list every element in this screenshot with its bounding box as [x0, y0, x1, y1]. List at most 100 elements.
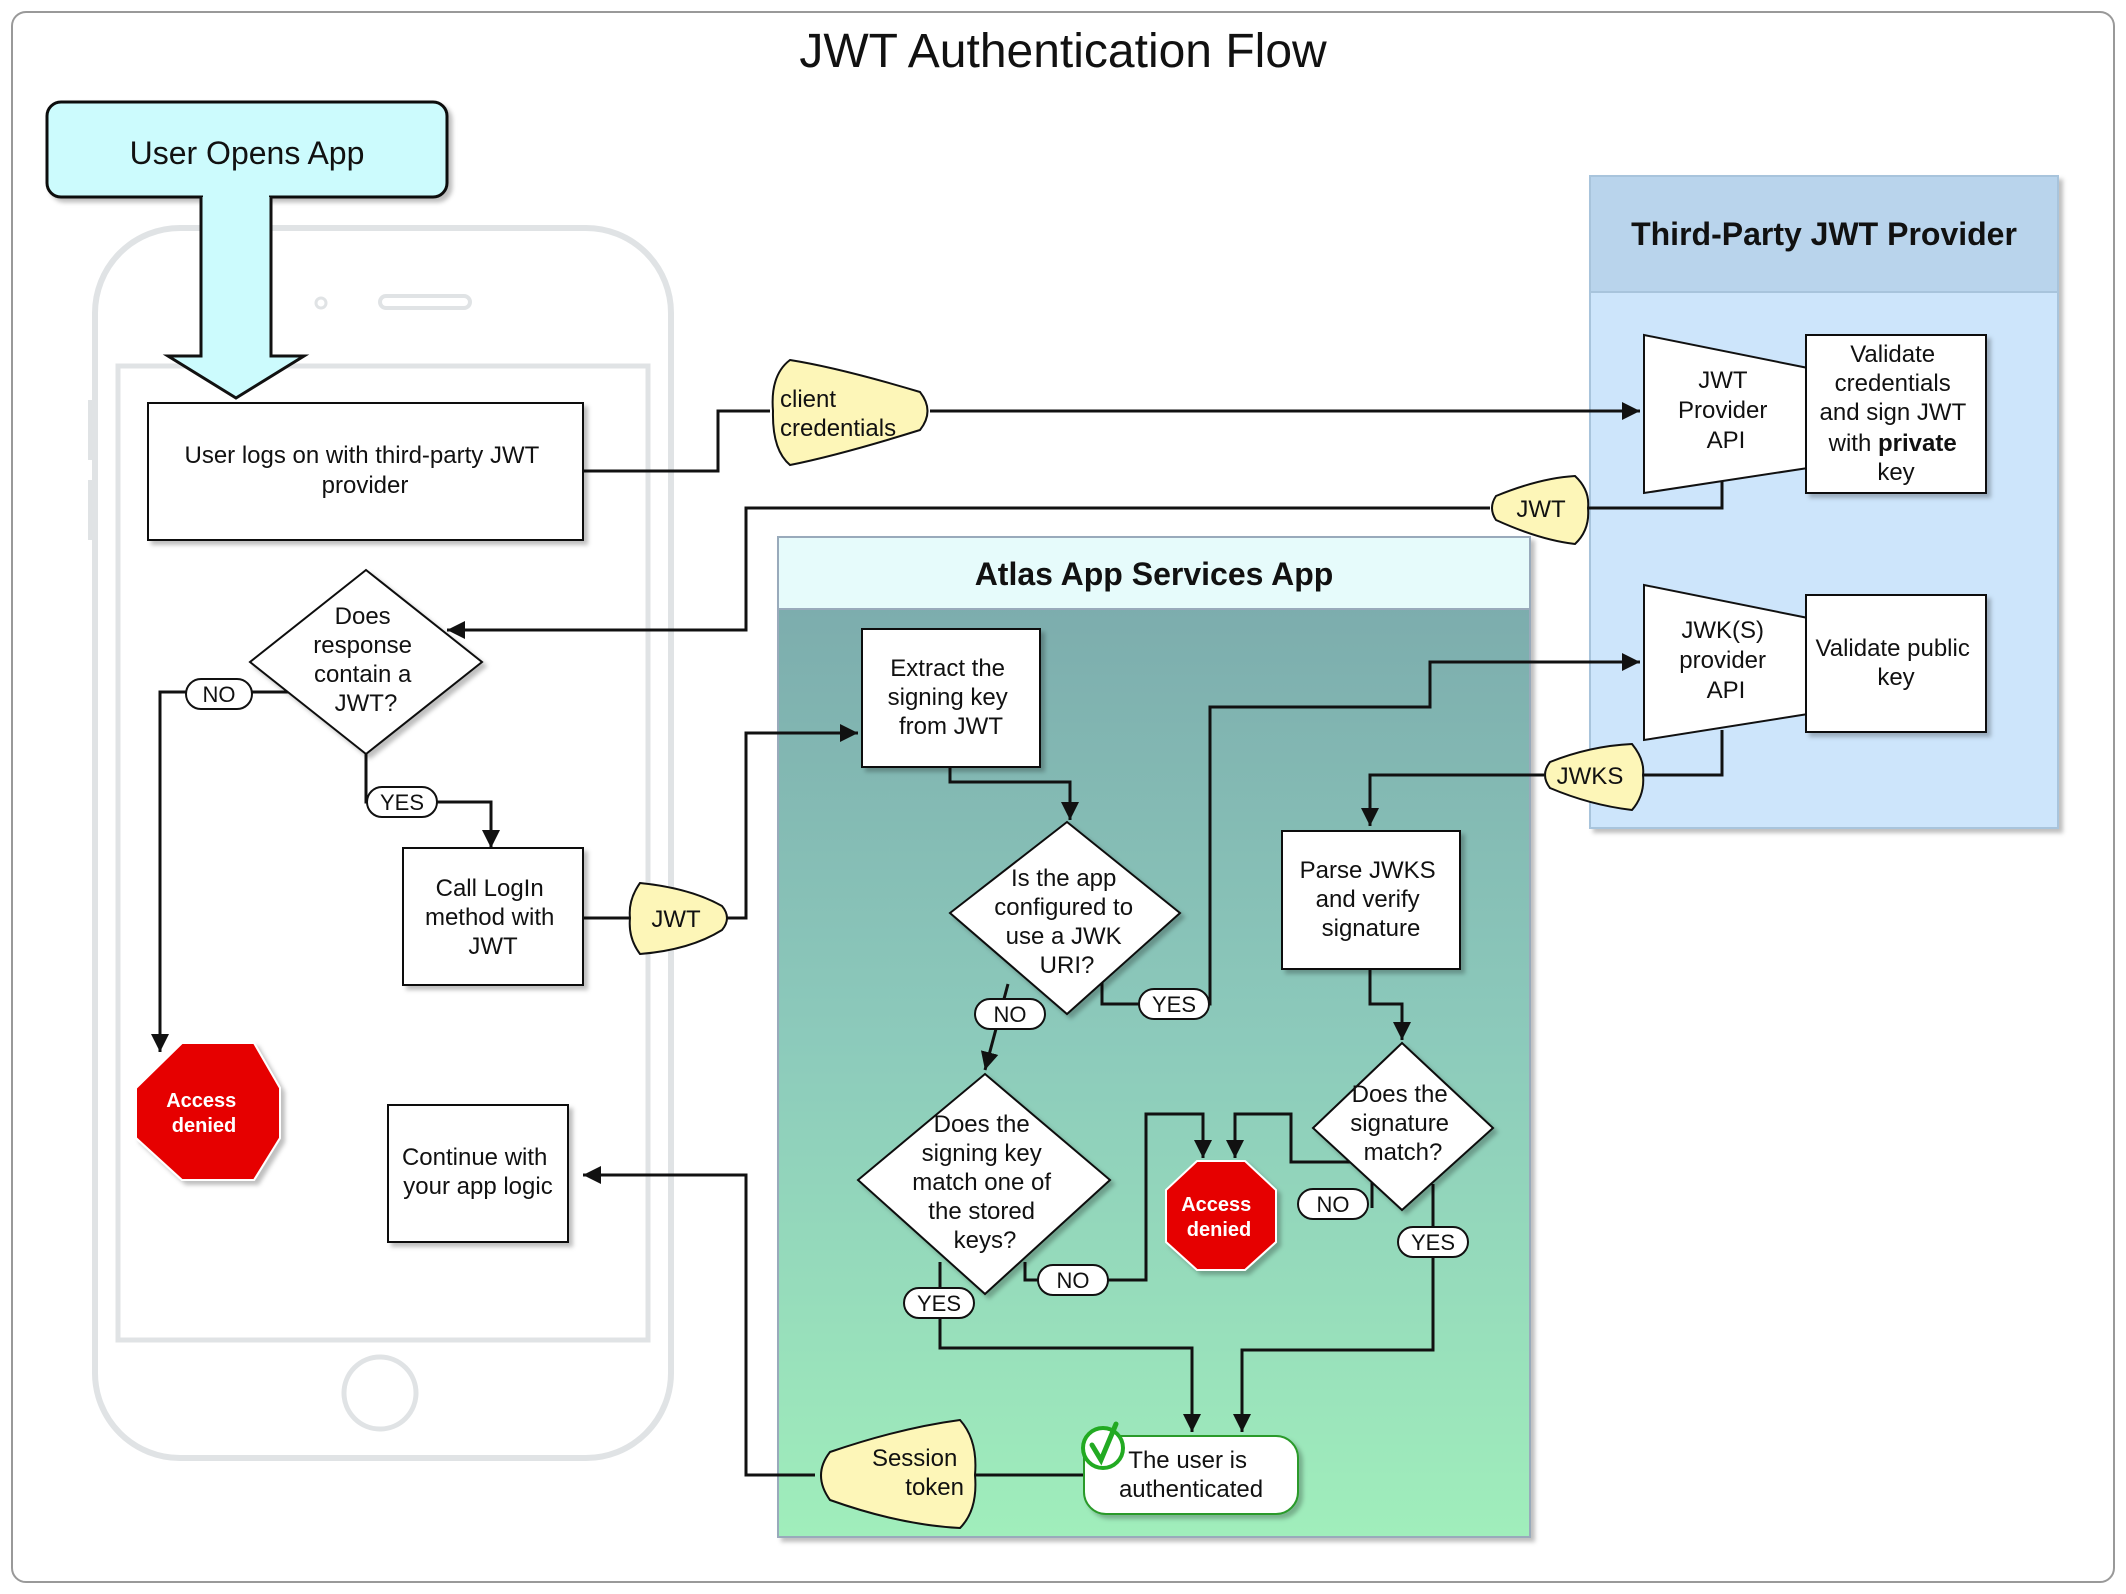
provider-title: Third-Party JWT Provider — [1631, 216, 2017, 252]
validate-sign-box: Validate credentials and sign JWT with p… — [1805, 334, 1987, 494]
jwt-token-label-top: JWT — [1516, 496, 1566, 523]
token-jwks: JWKS — [1544, 742, 1645, 812]
pill-no-sigmatch: NO — [1297, 1188, 1369, 1220]
session-token-line-2: token — [905, 1474, 964, 1501]
access-denied-atlas-line-1: Access — [1181, 1194, 1251, 1216]
decision-jwk-uri: Is the app configured to use a JWK URI? — [948, 820, 1182, 1016]
svg-text:The user is authenticate: The user is authenticated — [1119, 1447, 1263, 1503]
svg-text:Does the signature: Does the signature match? — [1350, 1081, 1455, 1166]
validate-sign-line-5: key — [1877, 459, 1914, 486]
token-client-credentials: client credentials — [771, 358, 929, 467]
continue-line-2: your app logic — [403, 1173, 552, 1200]
svg-text:Is the app configured to: Is the app configured to use a JWK URI? — [994, 865, 1139, 979]
contains-jwt-line-4: JWT? — [335, 690, 398, 717]
svg-text:Parse JWKS and verify: Parse JWKS and verify signature — [1300, 857, 1443, 942]
edge-extract-to-jwkuri — [948, 767, 1079, 820]
access-denied-atlas-line-2: denied — [1187, 1219, 1251, 1241]
parse-line-2: and verify — [1316, 886, 1420, 913]
validate-sign-line-3: and sign JWT — [1820, 399, 1967, 426]
call-login-box: Call LogIn method with JWT — [402, 847, 584, 986]
validate-public-line-2: key — [1877, 664, 1914, 691]
svg-text:client credentials: client credentials — [780, 386, 896, 442]
svg-text:Call LogIn method with: Call LogIn method with JWT — [425, 875, 561, 960]
pill-yes-app: YES — [366, 786, 438, 818]
client-credentials-line-1: client — [780, 386, 836, 413]
access-denied-app-line-1: Access — [166, 1090, 236, 1112]
jwks-api-line-2: provider — [1679, 647, 1766, 674]
validate-sign-bold: private — [1878, 430, 1957, 457]
contains-jwt-line-3: contain a — [314, 661, 412, 688]
session-token-line-1: Session — [872, 1445, 957, 1472]
stored-keys-line-2: signing key — [922, 1140, 1042, 1167]
jwks-token-label: JWKS — [1557, 763, 1624, 790]
start-label: User Opens App — [130, 135, 365, 171]
token-jwt-provider: JWT — [1491, 474, 1590, 546]
continue-line-1: Continue with — [402, 1144, 547, 1171]
continue-box: Continue with your app logic — [387, 1104, 569, 1243]
pill-yes-storedkeys: YES — [903, 1287, 975, 1319]
jwt-api-line-2: Provider — [1678, 397, 1767, 424]
stored-keys-line-5: keys? — [954, 1227, 1017, 1254]
token-session: Session token — [820, 1418, 977, 1530]
stored-keys-line-1: Does the — [934, 1111, 1030, 1138]
sig-match-line-1: Does the — [1352, 1081, 1448, 1108]
validate-sign-line-2: credentials — [1835, 370, 1951, 397]
svg-text:Validate credentials: Validate credentials and sign JWT with p… — [1820, 341, 1973, 486]
extract-line-1: Extract the — [890, 655, 1005, 682]
pill-no-jwkuri-label: NO — [994, 1002, 1027, 1027]
edge-jwt-to-decision — [447, 506, 1490, 639]
extract-line-2: signing key — [888, 684, 1008, 711]
token-jwt-login: JWT — [628, 881, 728, 956]
edge-jwt-to-extract — [727, 724, 858, 920]
call-login-line-3: JWT — [468, 933, 518, 960]
svg-text:User logs on with third-party: User logs on with third-party JWT provid… — [185, 442, 546, 499]
edge-session-to-continue — [583, 1166, 815, 1477]
pill-no-sigmatch-label: NO — [1317, 1192, 1350, 1217]
jwt-provider-api: JWT Provider API — [1643, 333, 1809, 495]
contains-jwt-line-2: response — [313, 632, 412, 659]
jwks-provider-api: JWK(S) provider API — [1643, 583, 1809, 742]
authenticated-line-2: authenticated — [1119, 1476, 1263, 1503]
parse-box: Parse JWKS and verify signature — [1281, 830, 1461, 970]
client-credentials-line-2: credentials — [780, 415, 896, 442]
pill-no-jwkuri: NO — [974, 998, 1046, 1030]
svg-text:Access denied: Access denied — [166, 1090, 242, 1137]
authenticated-line-1: The user is — [1128, 1447, 1247, 1474]
pill-yes-storedkeys-label: YES — [917, 1291, 961, 1316]
access-denied-app: Access denied — [135, 1042, 281, 1181]
logon-box: User logs on with third-party JWT provid… — [147, 402, 584, 541]
call-login-line-1: Call LogIn — [436, 875, 544, 902]
decision-contains-jwt: Does response contain a JWT? — [248, 568, 484, 756]
jwk-uri-line-2: configured to — [994, 894, 1133, 921]
atlas-title: Atlas App Services App — [975, 556, 1334, 592]
svg-text:Session token: Session token — [872, 1445, 964, 1501]
validate-public-line-1: Validate public — [1816, 635, 1970, 662]
jwk-uri-line-3: use a JWK — [1006, 923, 1122, 950]
svg-text:Access denied: Access denied — [1181, 1194, 1257, 1241]
parse-line-1: Parse JWKS — [1300, 857, 1436, 884]
svg-text:Validate public key: Validate public key — [1816, 635, 1977, 691]
pill-yes-sigmatch: YES — [1397, 1226, 1469, 1258]
svg-text:JWT Provider API: JWT Provider API — [1678, 367, 1774, 454]
jwt-api-line-3: API — [1707, 427, 1746, 454]
contains-jwt-line-1: Does — [335, 603, 391, 630]
jwks-api-line-1: JWK(S) — [1681, 617, 1764, 644]
svg-text:Does response cont: Does response contain a JWT? — [313, 603, 418, 717]
validate-sign-line-1: Validate — [1850, 341, 1935, 368]
svg-text:Does the signing key: Does the signing key match one of the st… — [912, 1111, 1057, 1254]
pill-no-storedkeys-label: NO — [1057, 1268, 1090, 1293]
sig-match-line-2: signature — [1350, 1110, 1449, 1137]
call-login-line-2: method with — [425, 904, 554, 931]
pill-yes-jwkuri-label: YES — [1152, 992, 1196, 1017]
diagram-title: JWT Authentication Flow — [799, 25, 1327, 78]
sig-match-line-3: match? — [1364, 1139, 1443, 1166]
extract-line-3: from JWT — [899, 713, 1003, 740]
jwt-token-label-login: JWT — [651, 906, 701, 933]
validate-sign-line-4a: with — [1828, 430, 1878, 457]
jwk-uri-line-4: URI? — [1040, 952, 1095, 979]
svg-text:Continue with your app l: Continue with your app logic — [402, 1144, 554, 1200]
jwks-api-line-3: API — [1707, 677, 1746, 704]
authenticated-box: The user is authenticated — [1081, 1421, 1299, 1515]
svg-text:JWK(S) provider AP: JWK(S) provider API — [1679, 617, 1772, 704]
